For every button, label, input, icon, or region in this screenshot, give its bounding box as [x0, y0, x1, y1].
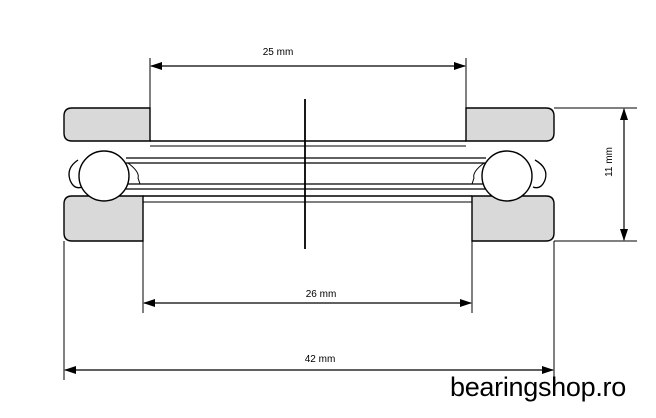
dimension-label-25: 25 mm [263, 47, 294, 58]
cage-right-end [532, 159, 547, 189]
dimension-housing-washer-bore: 26 mm [143, 289, 472, 307]
dimension-label-26: 26 mm [306, 289, 337, 300]
shaft-washer [63, 107, 555, 147]
dimension-shaft-washer-bore: 25 mm [150, 47, 466, 70]
dimension-label-42: 42 mm [305, 354, 336, 365]
dimension-label-11: 11 mm [604, 147, 615, 177]
right-ball [481, 150, 533, 202]
dimension-outside-diameter: 42 mm [64, 354, 554, 374]
watermark-text: bearingshop.ro [450, 372, 626, 402]
cage-left-end [68, 159, 83, 189]
left-ball [78, 150, 130, 202]
housing-washer [63, 195, 555, 242]
housing-washer-left [63, 195, 144, 242]
shaft-washer-right [465, 107, 555, 142]
housing-washer-right [471, 195, 555, 242]
cage [68, 157, 547, 190]
shaft-washer-left [63, 107, 151, 142]
dimension-height: 11 mm [604, 108, 628, 241]
